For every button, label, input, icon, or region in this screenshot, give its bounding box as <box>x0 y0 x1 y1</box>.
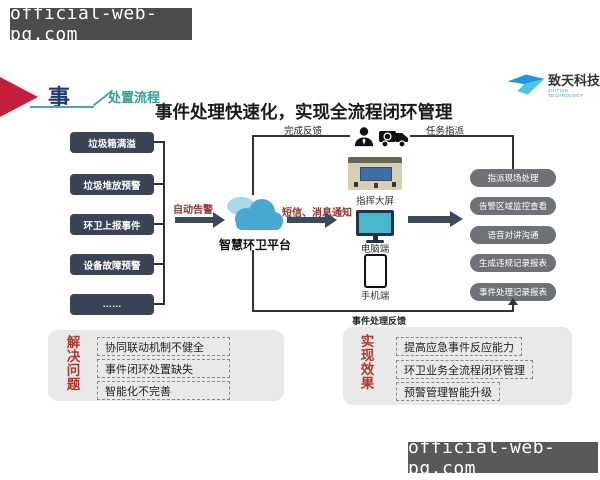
auto-alert-label: 自动告警 <box>173 205 213 216</box>
logo-name: 致天科技 <box>548 73 600 88</box>
command-screen-image <box>348 157 402 190</box>
header-divider-line <box>30 106 94 108</box>
task-assign-label: 任务指派 <box>426 126 465 137</box>
connector-line <box>154 263 165 265</box>
notify-label: 短信、消息通知 <box>282 208 352 219</box>
cloud-icon <box>222 193 286 237</box>
source-box: 垃圾箱满溢 <box>70 132 154 153</box>
phone-icon <box>364 254 387 288</box>
event-feedback-line-left <box>252 250 254 312</box>
effect-item: 环卫业务全流程闭环管理 <box>396 360 533 379</box>
source-box: 垃圾堆放预警 <box>70 174 154 195</box>
company-logo-icon <box>505 72 547 98</box>
event-feedback-line-right <box>512 304 514 312</box>
effects-title: 实现效果 <box>360 334 375 391</box>
problem-item: 事件闭环处置缺失 <box>97 359 230 378</box>
complete-feedback-label: 完成反馈 <box>284 126 323 137</box>
event-feedback-label: 事件处理反馈 <box>352 316 407 326</box>
monitor-icon <box>356 210 394 243</box>
source-box: 环卫上报事件 <box>70 214 154 235</box>
connector-line <box>154 223 165 225</box>
auto-alert-arrowhead <box>213 212 225 228</box>
logo-subtext: ZHITIAN TECHNOLOGY <box>548 88 584 98</box>
problems-title: 解决问题 <box>66 335 81 392</box>
event-feedback-line-bottom <box>252 310 514 312</box>
action-button: 告警区域监控查看 <box>470 197 556 215</box>
effect-item: 预警管理智能升级 <box>396 382 500 401</box>
event-feedback-arrowhead <box>508 298 518 305</box>
auto-alert-arrow <box>175 217 213 223</box>
connector-line <box>154 141 165 143</box>
source-box: 设备故障预警 <box>70 254 154 275</box>
section-arrow-icon <box>0 76 38 118</box>
devices-to-actions-arrow <box>408 216 450 223</box>
section-tag: 处置流程 <box>108 90 161 105</box>
action-button: 生成违规记录报表 <box>470 254 556 272</box>
source-box: …… <box>70 294 154 315</box>
action-button: 语音对讲沟通 <box>470 226 556 244</box>
action-button: 指派现场处理 <box>470 169 556 187</box>
device-label-big-screen: 指挥大屏 <box>355 196 394 207</box>
feedback-line-top-right <box>410 135 514 137</box>
company-logo-text: 致天科技 ZHITIAN TECHNOLOGY <box>548 73 600 99</box>
effect-item: 提高应急事件反应能力 <box>396 337 522 356</box>
connector-line <box>154 183 165 185</box>
device-label-mobile: 手机端 <box>360 291 390 302</box>
action-button: 事件处理记录报表 <box>470 283 556 301</box>
watermark-bottom: official-web-pg.com <box>408 437 598 479</box>
problems-panel <box>48 330 284 401</box>
page-title: 事件处理快速化，实现全流程闭环管理 <box>155 102 453 122</box>
connector-line-vertical <box>163 141 165 305</box>
worker-person-icon <box>353 126 375 148</box>
notify-arrow <box>287 217 325 223</box>
problem-item: 协同联动机制不健全 <box>97 337 230 356</box>
platform-label: 智慧环卫平台 <box>218 238 291 252</box>
garbage-truck-icon <box>379 129 409 148</box>
device-label-pc: 电脑端 <box>360 244 390 255</box>
effects-panel <box>343 327 572 405</box>
feedback-line-top-left <box>252 135 350 137</box>
devices-to-actions-arrowhead <box>450 211 463 227</box>
feedback-line-left-vertical <box>252 135 254 195</box>
problem-item: 智能化不完善 <box>97 381 230 400</box>
assign-line-right-vertical <box>512 135 514 169</box>
watermark-top: official-web-pg.com <box>10 3 192 45</box>
section-character: 事 <box>48 85 71 110</box>
connector-line <box>154 303 165 305</box>
notify-arrowhead <box>325 212 337 228</box>
